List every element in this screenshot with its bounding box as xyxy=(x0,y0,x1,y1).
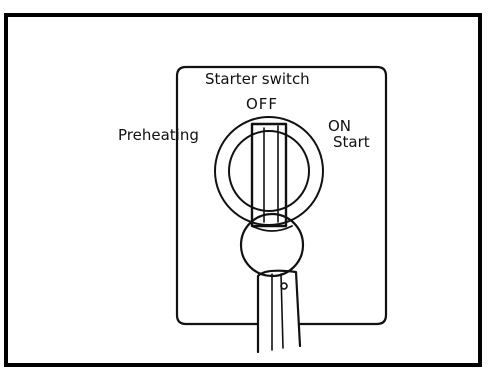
position-start-label: Start xyxy=(333,133,370,151)
key-head-collar xyxy=(251,225,293,232)
lock-inner-ring xyxy=(228,130,310,212)
lock-outer-ring xyxy=(214,116,324,226)
diagram-title: Starter switch xyxy=(205,70,310,88)
position-preheating-label: Preheating xyxy=(118,126,199,144)
key-fob-tag xyxy=(256,269,302,354)
switch-panel-plate xyxy=(175,65,388,326)
position-on-label: ON xyxy=(328,117,352,135)
key-blade xyxy=(250,122,288,228)
key-head xyxy=(239,212,305,278)
key-fob-hole xyxy=(280,282,288,290)
figure-frame xyxy=(4,13,482,367)
position-off-label: OFF xyxy=(246,95,279,113)
